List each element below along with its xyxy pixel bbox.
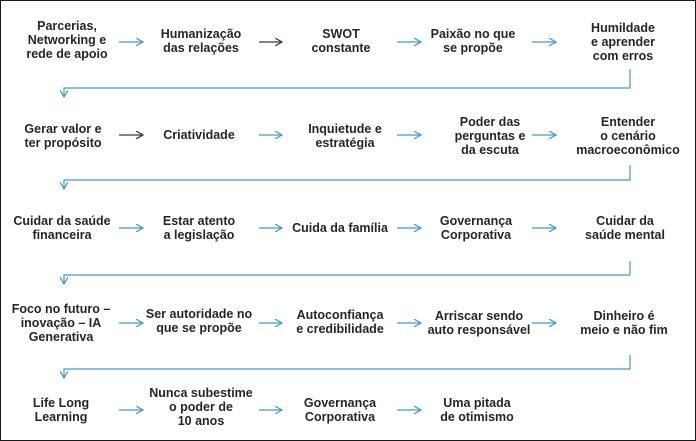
node-governanca-1: Governança Corporativa	[439, 214, 513, 242]
wrap-connector-4	[64, 355, 631, 378]
node-parcerias-networking: Parcerias, Networking e rede de apoio	[26, 19, 108, 61]
node-governanca-2: Governança Corporativa	[303, 396, 377, 424]
node-otimismo: Uma pitada de otimismo	[440, 396, 514, 424]
node-criatividade: Criatividade	[163, 128, 235, 142]
wrap-connector-2	[64, 165, 631, 189]
node-poder-perguntas: Poder das perguntas e da escuta	[454, 115, 526, 157]
node-swot: SWOT constante	[311, 27, 371, 55]
node-saude-financeira: Cuidar da saúde financeira	[13, 214, 111, 242]
node-arriscar: Arriscar sendo auto responsável	[427, 309, 531, 337]
node-cenario-macro: Entender o cenário macroeconômico	[576, 115, 680, 157]
node-autoridade: Ser autoridade no que se propõe	[145, 307, 253, 335]
node-familia: Cuida da família	[292, 221, 388, 235]
node-legislacao: Estar atento a legislação	[162, 214, 236, 242]
wrap-connector-1	[64, 69, 631, 97]
node-foco-futuro: Foco no futuro – inovação – IA Generativ…	[11, 302, 111, 344]
node-nunca-subestime: Nunca subestime o poder de 10 anos	[149, 386, 253, 428]
node-life-long-learning: Life Long Learning	[32, 396, 90, 424]
node-dinheiro: Dinheiro é meio e não fim	[580, 309, 668, 337]
node-saude-mental: Cuidar da saúde mental	[585, 214, 665, 242]
node-autoconfianca: Autoconfiança e credibilidade	[296, 308, 384, 336]
wrap-connector-3	[64, 261, 631, 284]
node-gerar-valor: Gerar valor e ter propósito	[24, 122, 102, 150]
node-humildade: Humildade e aprender com erros	[591, 21, 655, 63]
node-inquietude: Inquietude e estratégia	[308, 122, 382, 150]
node-humanizacao: Humanização das relações	[160, 27, 242, 55]
node-paixao: Paixão no que se propõe	[430, 27, 516, 55]
